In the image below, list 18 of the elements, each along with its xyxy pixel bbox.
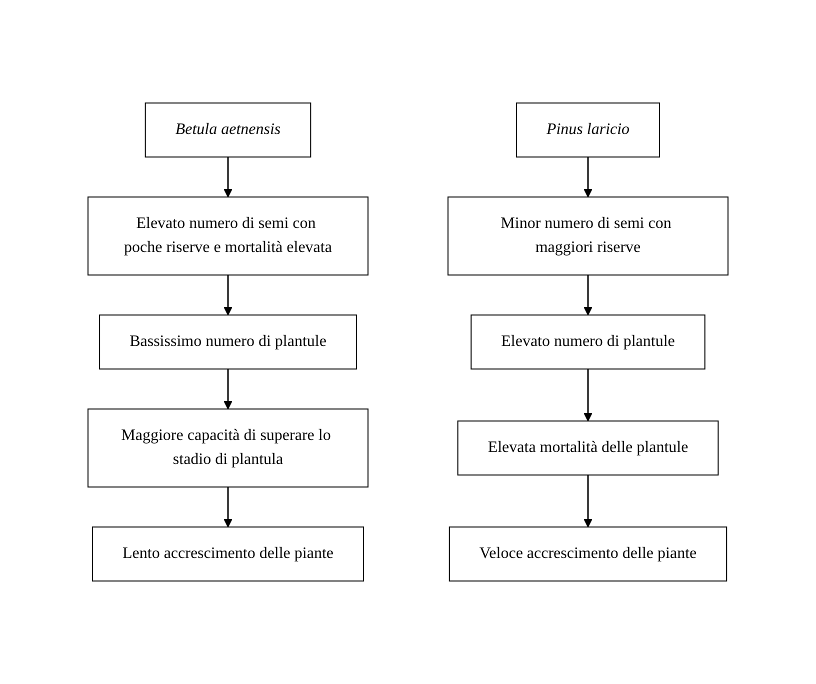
arrow (584, 369, 592, 422)
node-box: Elevata mortalità delle plantule (457, 420, 719, 476)
arrow (224, 369, 232, 410)
node-box: Veloce accrescimento delle piante (448, 526, 728, 582)
node-box: Elevato numero di plantule (470, 314, 706, 370)
arrow (584, 475, 592, 528)
node-box: Elevato numero di semi con poche riserve e mortalità elevata (88, 196, 368, 276)
arrow (584, 157, 592, 198)
arrow (584, 275, 592, 316)
node-box: Minor numero di semi con maggiori riserve (448, 196, 728, 276)
node-box: Betula aetnensis (144, 102, 312, 158)
arrow (224, 157, 232, 198)
node-box: Pinus laricio (516, 102, 660, 158)
node-box: Lento accrescimento delle piante (92, 526, 364, 582)
node-box: Bassissimo numero di plantule (99, 314, 357, 370)
arrow (224, 275, 232, 316)
arrow (224, 487, 232, 528)
node-box: Maggiore capacità di superare lo stadio di plantula (88, 408, 368, 488)
